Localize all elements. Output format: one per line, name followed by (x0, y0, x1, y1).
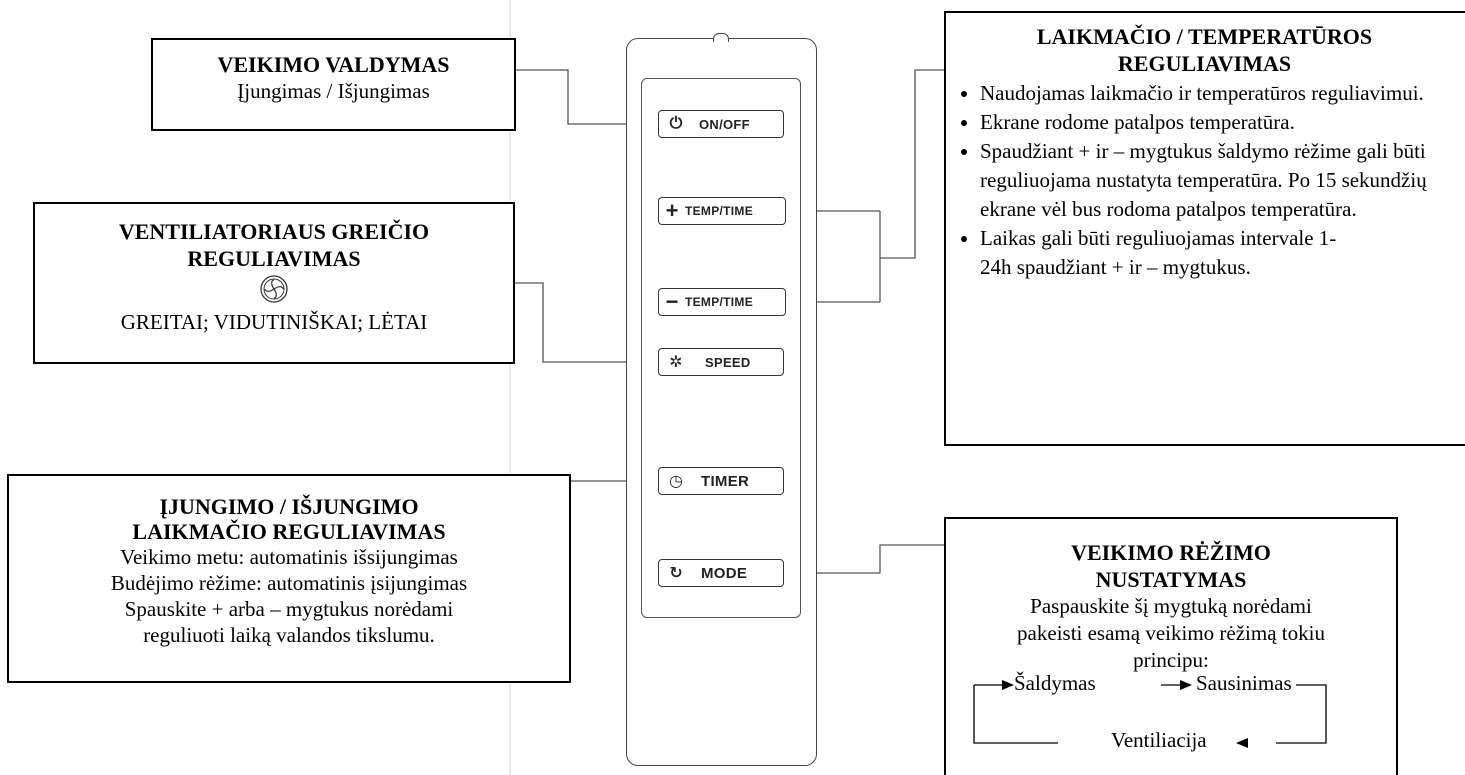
mode-box-text: Paspauskite šį mygtuką norėdami pakeisti… (1017, 594, 1325, 672)
fan-icon (260, 275, 288, 303)
line-mode (786, 544, 944, 574)
temp-box-list: Naudojamas laikmačio ir temperatūros reg… (954, 79, 1455, 282)
fan-speed-box: VENTILIATORIAUS GREIČIO REGULIAVIMAS GRE… (33, 202, 515, 364)
timer-line-2: Budėjimo rėžime: automatinis įsijungimas (110, 571, 468, 595)
timer-button[interactable]: ◷ TIMER (658, 467, 784, 495)
mode-label: MODE (701, 564, 748, 582)
temp-time-minus-label: TEMP/TIME (685, 295, 754, 309)
ir-emitter (713, 33, 729, 42)
power-box-title: VEIKIMO VALDYMAS (217, 52, 450, 77)
on-off-button[interactable]: ⏻ ON/OFF (658, 110, 784, 138)
timer-label: TIMER (701, 472, 750, 490)
mode-box: VEIKIMO RĖŽIMO NUSTATYMAS Paspauskite šį… (944, 517, 1398, 775)
temp-item-2: Ekrane rodome patalpos temperatūra. (980, 108, 1455, 137)
temp-time-plus-button[interactable]: + TEMP/TIME (658, 197, 786, 225)
temp-item-3: Spaudžiant + ir – mygtukus šaldymo rėžim… (980, 137, 1455, 224)
fan-box-title: VENTILIATORIAUS GREIČIO REGULIAVIMAS (118, 219, 430, 271)
remote-control (626, 33, 817, 766)
cycle-step-drying: Sausinimas (1196, 671, 1292, 695)
cycle-step-cooling: Šaldymas (1014, 671, 1096, 695)
mode-cycle-arrows (973, 680, 1327, 748)
temp-time-plus-label: TEMP/TIME (685, 204, 754, 218)
speed-label: SPEED (705, 354, 751, 370)
temp-time-minus-button[interactable]: − TEMP/TIME (658, 288, 786, 316)
line-fan (515, 282, 661, 363)
cycle-step-ventilation: Ventiliacija (1111, 728, 1207, 752)
speed-button[interactable]: ✲ SPEED (658, 348, 784, 376)
line-temp-join (879, 69, 944, 302)
timer-box: ĮJUNGIMO / IŠJUNGIMO LAIKMAČIO REGULIAVI… (7, 474, 571, 683)
plus-icon: + (665, 198, 679, 223)
mode-box-title: VEIKIMO RĖŽIMO NUSTATYMAS (1071, 540, 1271, 592)
mode-cycle: Šaldymas Sausinimas Ventiliacija (946, 671, 1396, 754)
button-panel (641, 78, 801, 618)
fan-box-text: GREITAI; VIDUTINIŠKAI; LĖTAI (120, 310, 428, 334)
temp-time-box: LAIKMAČIO / TEMPERATŪROS REGULIAVIMAS Na… (944, 11, 1465, 446)
temp-box-title: LAIKMAČIO / TEMPERATŪROS REGULIAVIMAS (1036, 24, 1373, 76)
timer-line-3: Spauskite + arba – mygtukus norėdami (124, 597, 454, 621)
timer-box-title: ĮJUNGIMO / IŠJUNGIMO LAIKMAČIO REGULIAVI… (132, 494, 446, 544)
mode-icon: ↻ (669, 565, 683, 582)
minus-icon: − (665, 289, 679, 314)
on-off-label: ON/OFF (699, 116, 750, 132)
timer-line-1: Veikimo metu: automatinis išsijungimas (120, 545, 458, 569)
temp-item-4: Laikas gali būti reguliuojamas intervale… (980, 224, 1455, 282)
fan-box-icon (35, 274, 513, 309)
fan-icon: ✲ (669, 354, 683, 371)
mode-button[interactable]: ↻ MODE (658, 559, 784, 587)
timer-line-4: reguliuoti laiką valandos tikslumu. (143, 623, 435, 647)
power-icon: ⏻ (669, 115, 683, 132)
clock-icon: ◷ (669, 473, 683, 490)
power-box-text: Įjungimas / Išjungimas (237, 79, 430, 103)
power-control-box: VEIKIMO VALDYMAS Įjungimas / Išjungimas (151, 38, 516, 131)
line-power (516, 69, 660, 125)
temp-item-1: Naudojamas laikmačio ir temperatūros reg… (980, 79, 1455, 108)
